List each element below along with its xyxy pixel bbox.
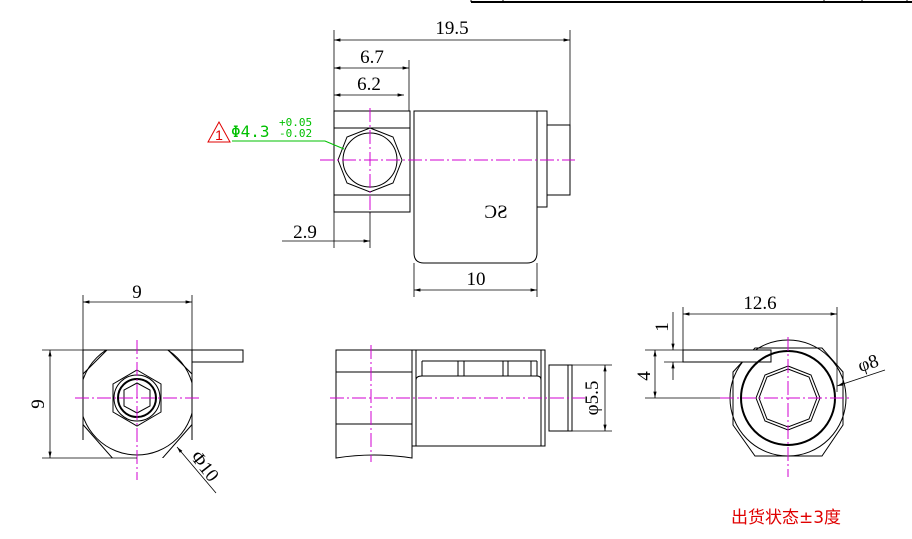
end-view-left-dimensions: 9 9 Φ10 bbox=[28, 282, 223, 494]
shipping-note: 出货状态±3度 bbox=[731, 508, 841, 528]
dim-tab-thickness: 1 bbox=[652, 322, 673, 332]
hole-nominal: Φ4.3 bbox=[231, 122, 270, 141]
dim-front-width: 9 bbox=[132, 282, 142, 303]
dim-block-length-a: 6.7 bbox=[360, 47, 384, 68]
dim-stub-diameter: φ5.5 bbox=[582, 381, 603, 416]
revision-mark: 1 bbox=[215, 127, 223, 143]
hole-callout: 1 Φ4.3 +0.05 -0.02 bbox=[207, 116, 345, 150]
top-view: SC bbox=[320, 108, 575, 264]
end-view-right bbox=[682, 337, 850, 477]
part-marking: SC bbox=[484, 202, 507, 223]
hole-upper-tol: +0.05 bbox=[279, 116, 312, 129]
top-view-dimensions: 19.5 6.7 6.2 2.9 10 bbox=[282, 18, 571, 297]
dim-tab-span: 12.6 bbox=[743, 293, 776, 314]
title-block-edge bbox=[470, 0, 912, 3]
side-view bbox=[330, 345, 585, 462]
end-view-left bbox=[75, 340, 244, 480]
dim-body-length: 10 bbox=[467, 269, 486, 290]
dim-inner-diameter: φ8 bbox=[855, 351, 881, 377]
side-view-dimensions: φ5.5 bbox=[572, 364, 612, 432]
end-view-right-dimensions: 12.6 4 1 φ8 bbox=[634, 293, 886, 399]
hole-lower-tol: -0.02 bbox=[279, 127, 312, 140]
dim-outer-diameter: Φ10 bbox=[186, 447, 223, 486]
dim-block-length-b: 6.2 bbox=[357, 74, 381, 95]
dim-hole-offset: 2.9 bbox=[293, 222, 317, 243]
dim-overall-length: 19.5 bbox=[435, 18, 468, 39]
dim-front-height: 9 bbox=[28, 399, 49, 409]
dim-tab-height: 4 bbox=[634, 371, 655, 381]
